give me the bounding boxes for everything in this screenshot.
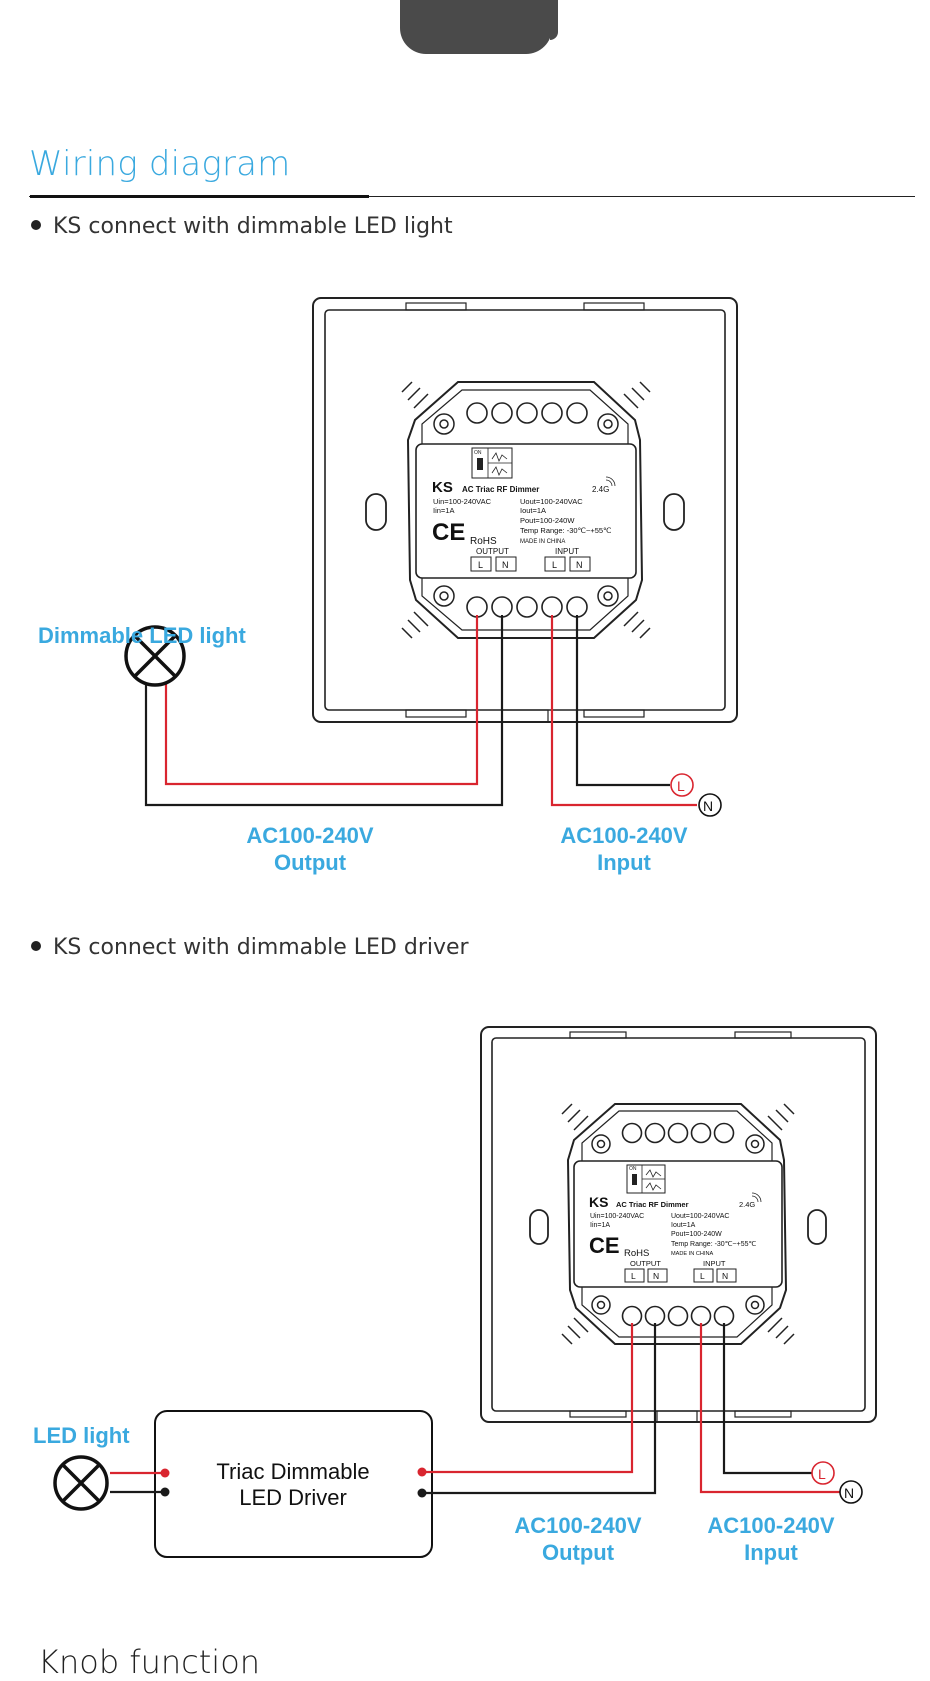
svg-text:Pout=100-240W: Pout=100-240W xyxy=(520,516,575,525)
svg-text:CE: CE xyxy=(589,1233,620,1258)
bullet-item-1: KS connect with dimmable LED light xyxy=(31,214,453,239)
svg-text:N: N xyxy=(703,798,713,814)
output-text: Output xyxy=(273,850,347,875)
bullet-text: KS connect with dimmable LED driver xyxy=(53,935,469,960)
dimmer-module: ON KS AC Triac RF Dimmer 2.4G Uin=100-24… xyxy=(401,381,651,639)
wires-2 xyxy=(110,1323,840,1495)
svg-text:L: L xyxy=(552,560,557,570)
next-section-title: Knob function xyxy=(38,1643,261,1681)
svg-text:L: L xyxy=(478,560,483,570)
svg-text:Triac Dimmable: Triac Dimmable xyxy=(216,1459,369,1484)
led-light-label: LED light xyxy=(33,1423,130,1448)
live-terminal-icon: L xyxy=(670,773,694,797)
svg-text:OUTPUT: OUTPUT xyxy=(630,1259,661,1268)
output-label-1: AC100-240V Output xyxy=(210,822,410,876)
svg-text:N: N xyxy=(844,1485,854,1501)
output-label-2: AC100-240V Output xyxy=(478,1512,678,1566)
svg-text:N: N xyxy=(576,560,583,570)
svg-text:N: N xyxy=(722,1271,728,1281)
dimmable-led-light-label: Dimmable LED light xyxy=(38,623,246,648)
svg-text:2.4G: 2.4G xyxy=(739,1200,755,1209)
bullet-text: KS connect with dimmable LED light xyxy=(53,214,453,239)
bullet-dot-icon xyxy=(31,941,41,951)
svg-text:KS: KS xyxy=(432,479,453,496)
svg-text:AC Triac RF Dimmer: AC Triac RF Dimmer xyxy=(616,1200,689,1209)
output-voltage-text: AC100-240V xyxy=(246,823,374,848)
svg-text:Iout=1A: Iout=1A xyxy=(520,506,546,515)
svg-text:Temp Range: -30℃~+55℃: Temp Range: -30℃~+55℃ xyxy=(671,1241,757,1248)
wires-1 xyxy=(144,615,697,807)
svg-text:Uout=100-240VAC: Uout=100-240VAC xyxy=(671,1213,729,1220)
svg-text:RoHS: RoHS xyxy=(624,1248,649,1259)
section-title: Wiring diagram xyxy=(29,144,291,184)
svg-text:INPUT: INPUT xyxy=(555,547,579,556)
wiring-diagram-1: ON KS AC Triac RF Dimmer 2.4G Uin=100-24… xyxy=(124,297,738,817)
driver-terminals xyxy=(160,1467,427,1498)
output-voltage-text: AC100-240V xyxy=(514,1513,642,1538)
svg-text:MADE IN CHINA: MADE IN CHINA xyxy=(671,1251,714,1257)
svg-text:ON: ON xyxy=(474,450,482,456)
svg-text:MADE IN CHINA: MADE IN CHINA xyxy=(520,539,565,545)
section-divider-accent xyxy=(30,195,369,198)
svg-text:Temp Range: -30℃~+55℃: Temp Range: -30℃~+55℃ xyxy=(520,526,612,535)
input-label-1: AC100-240V Input xyxy=(524,822,724,876)
input-voltage-text: AC100-240V xyxy=(707,1513,835,1538)
svg-text:Iin=1A: Iin=1A xyxy=(590,1222,610,1229)
input-voltage-text: AC100-240V xyxy=(560,823,688,848)
input-text: Input xyxy=(744,1540,798,1565)
svg-text:Uin=100-240VAC: Uin=100-240VAC xyxy=(433,497,492,506)
svg-text:L: L xyxy=(700,1271,705,1281)
svg-text:LED Driver: LED Driver xyxy=(239,1485,347,1510)
svg-text:L: L xyxy=(818,1466,826,1482)
svg-text:AC Triac RF Dimmer: AC Triac RF Dimmer xyxy=(462,485,539,494)
live-terminal-icon: L xyxy=(811,1461,835,1485)
input-label-2: AC100-240V Input xyxy=(671,1512,871,1566)
svg-text:N: N xyxy=(653,1271,659,1281)
svg-text:2.4G: 2.4G xyxy=(592,485,609,494)
svg-text:Iin=1A: Iin=1A xyxy=(433,506,454,515)
output-text: Output xyxy=(541,1540,615,1565)
svg-text:RoHS: RoHS xyxy=(470,536,497,547)
bullet-item-2: KS connect with dimmable LED driver xyxy=(31,935,469,960)
svg-text:N: N xyxy=(502,560,509,570)
lamp-icon xyxy=(124,625,186,687)
led-driver-box: Triac Dimmable LED Driver xyxy=(154,1410,433,1558)
svg-text:ON: ON xyxy=(629,1166,637,1172)
svg-text:KS: KS xyxy=(589,1194,608,1210)
svg-text:CE: CE xyxy=(432,519,465,546)
svg-text:OUTPUT: OUTPUT xyxy=(476,547,509,556)
wiring-diagram-2: ON KS AC Triac RF Dimmer 2.4G Uin=100-24… xyxy=(53,1026,877,1558)
svg-text:L: L xyxy=(677,778,685,794)
neutral-terminal-icon: N xyxy=(839,1480,863,1504)
svg-text:L: L xyxy=(631,1271,636,1281)
knob-bottom-partial xyxy=(400,0,558,54)
svg-text:INPUT: INPUT xyxy=(703,1259,726,1268)
svg-text:Uout=100-240VAC: Uout=100-240VAC xyxy=(520,497,583,506)
dimmer-module: ON KS AC Triac RF Dimmer 2.4G Uin=100-24… xyxy=(561,1103,795,1345)
svg-text:Iout=1A: Iout=1A xyxy=(671,1222,696,1229)
svg-text:Uin=100-240VAC: Uin=100-240VAC xyxy=(590,1213,644,1220)
section-divider xyxy=(29,196,915,197)
svg-text:Pout=100-240W: Pout=100-240W xyxy=(671,1231,722,1238)
input-text: Input xyxy=(597,850,651,875)
lamp-icon xyxy=(53,1455,109,1511)
neutral-terminal-icon: N xyxy=(698,793,722,817)
bullet-dot-icon xyxy=(31,220,41,230)
